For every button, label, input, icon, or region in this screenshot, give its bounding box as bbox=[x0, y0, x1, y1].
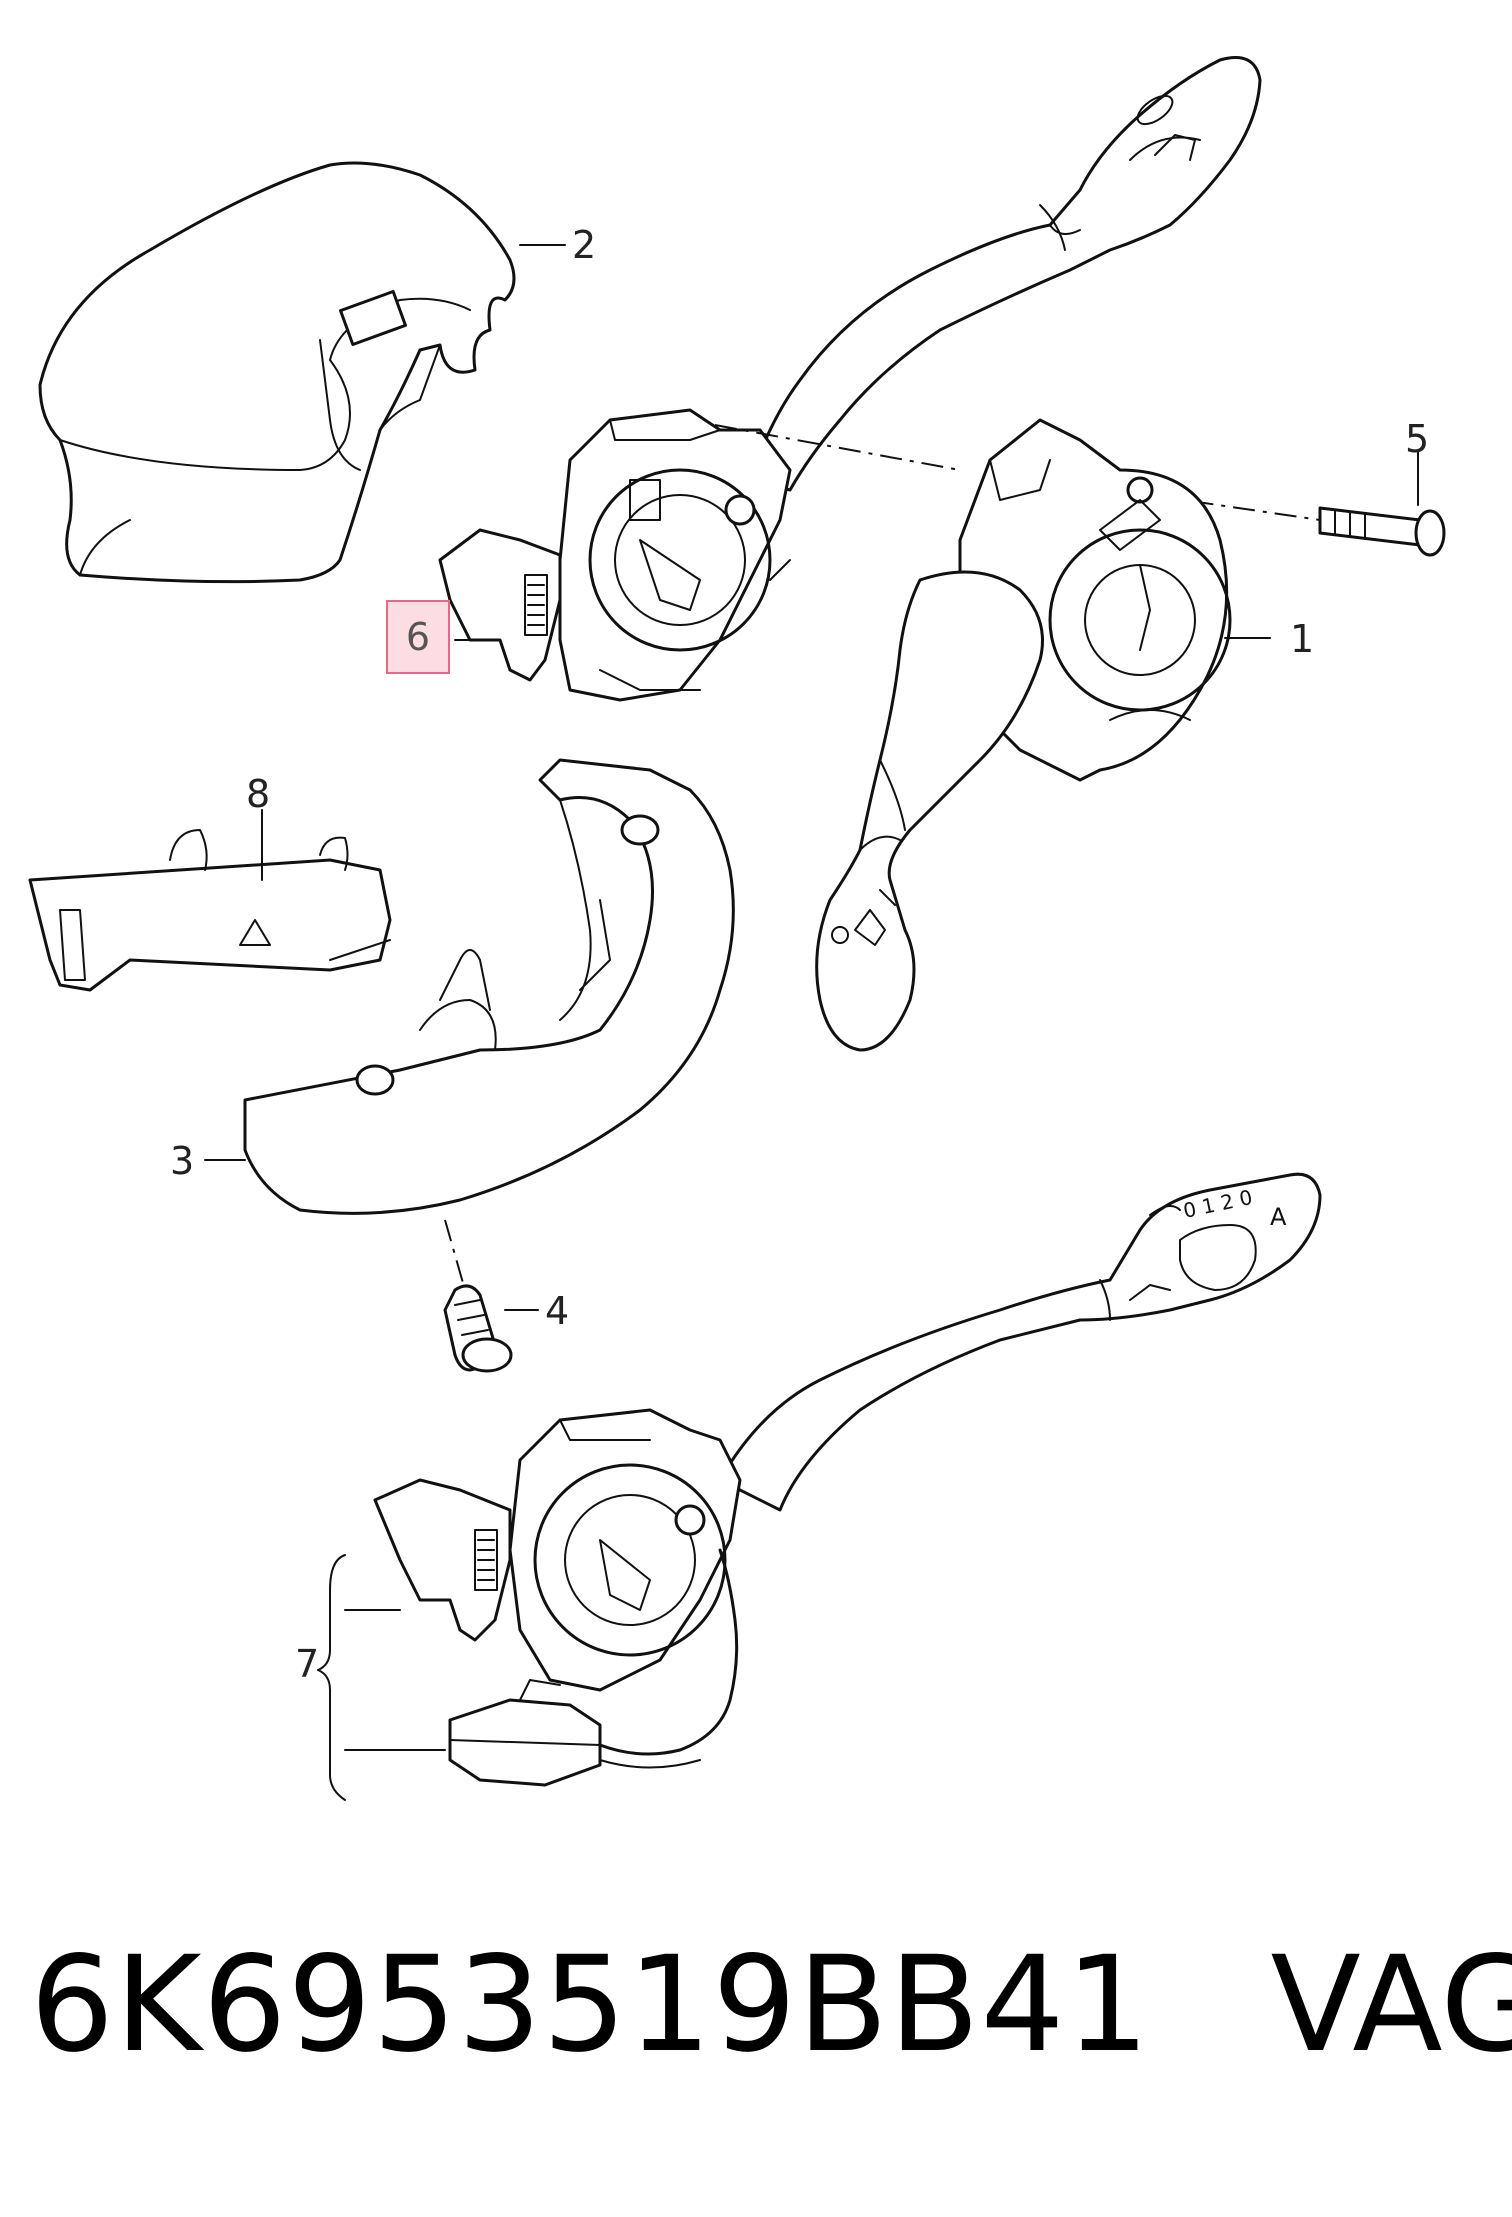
connector-7-lower bbox=[448, 1679, 602, 1787]
bracket-plate-8 bbox=[28, 829, 392, 992]
callout-5: 5 bbox=[1405, 417, 1430, 461]
turn-signal-lever bbox=[815, 570, 1044, 1052]
callout-8: 8 bbox=[246, 772, 271, 816]
callout-1: 1 bbox=[1290, 617, 1315, 661]
connector-7-upper bbox=[373, 1478, 512, 1642]
left-switch-body bbox=[558, 408, 792, 702]
brand: VAG bbox=[1270, 1928, 1512, 2082]
footer: 6K6953519BB41 VAG bbox=[30, 1928, 1512, 2082]
screw-5 bbox=[1318, 506, 1446, 557]
callout-6: 6 bbox=[405, 615, 431, 659]
callout-3: 3 bbox=[170, 1139, 195, 1183]
screw-4 bbox=[443, 1284, 513, 1373]
connector-6 bbox=[438, 528, 562, 682]
callout-2: 2 bbox=[572, 223, 597, 267]
lower-switch-body bbox=[508, 1408, 742, 1692]
upper-column-shroud bbox=[38, 161, 516, 584]
wiper-lever-lower bbox=[718, 1172, 1322, 1512]
part-number: 6K6953519BB41 bbox=[30, 1928, 1151, 2082]
callout-4: 4 bbox=[545, 1289, 570, 1333]
callout-7: 7 bbox=[295, 1642, 320, 1686]
lower-column-shroud bbox=[243, 758, 735, 1215]
auto-mark: A bbox=[1270, 1203, 1287, 1231]
callout-6-highlight[interactable]: 6 bbox=[386, 600, 450, 674]
wiper-lever-upper bbox=[748, 56, 1262, 492]
